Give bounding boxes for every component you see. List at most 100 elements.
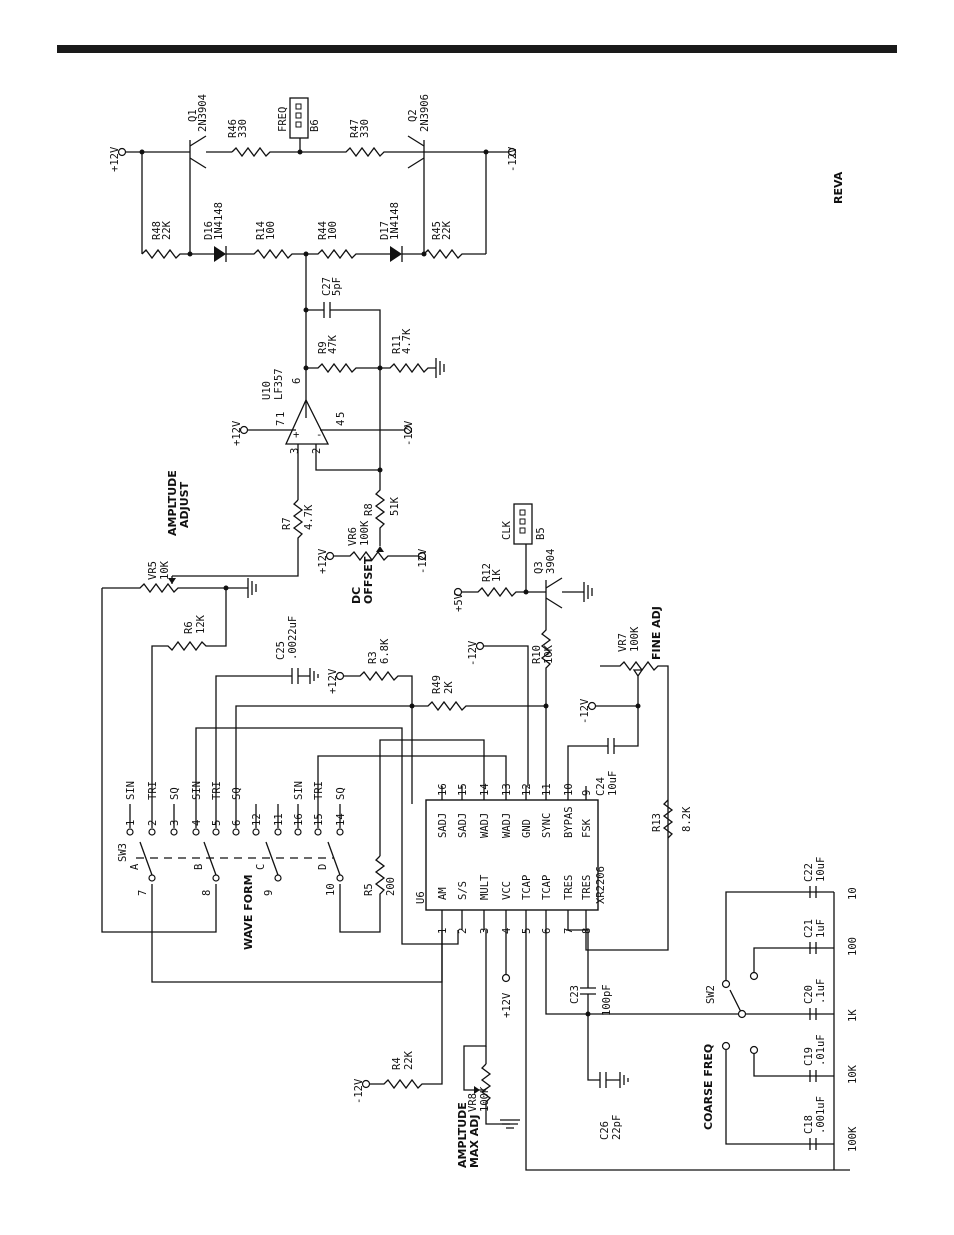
r9-ref: R9: [317, 341, 329, 354]
resistor-r9: [306, 362, 380, 374]
pin2: 2: [311, 448, 323, 454]
ground-icon-vr5: [247, 578, 257, 598]
c27-ref: C27: [321, 277, 333, 296]
coarse-cap-val: .1uF: [815, 979, 827, 1004]
pot-vr6: +12V -12V VR6 100K DC OFFSET: [317, 520, 429, 604]
vr6-pos12: +12V: [317, 548, 329, 574]
sw2-ref: SW2: [705, 985, 717, 1004]
pot-vr5: VR5 10K AMPLTUDE ADJUST: [102, 470, 257, 598]
ic-pin-number: 14: [479, 783, 491, 796]
r14-ref: R14: [255, 221, 267, 240]
header-rule: [57, 45, 897, 53]
r5-ref: R5: [363, 883, 375, 896]
switch-contact-label: TRI: [313, 781, 325, 800]
r14-val: 100: [265, 221, 277, 240]
fine-adj-caption: FINE ADJ: [650, 606, 663, 660]
r4-ref: R4: [391, 1057, 403, 1070]
opamp-section: C27 5pF R9 47K R11 4.7K + - U10 LF357 6 …: [172, 254, 445, 604]
u6-ref: U6: [415, 891, 427, 904]
ic-pin-number: 1: [437, 928, 449, 934]
sw3-ref: SW3: [117, 843, 129, 862]
ic-pin-number: 15: [457, 783, 469, 796]
r7-val: 4.7K: [303, 504, 315, 530]
vr5-val: 10K: [159, 560, 171, 580]
switch-contact: [170, 828, 178, 836]
ic-pin-name: GND: [521, 819, 533, 838]
switch-contact-number: 11: [273, 813, 285, 826]
c24-val: 10uF: [607, 771, 619, 796]
c27-val: 5pF: [331, 277, 343, 296]
q2-part: 2N3906: [419, 94, 431, 132]
vr7-ref: VR7: [617, 633, 629, 652]
switch-common-number: 10: [325, 883, 337, 896]
r3-ref: R3: [367, 651, 379, 664]
ic-pin-name: AM: [437, 887, 449, 900]
switch-contact: [294, 828, 302, 836]
r11-ref: R11: [391, 335, 403, 354]
q3-ref: Q3: [533, 561, 545, 574]
vr6-val: 100K: [359, 520, 371, 546]
coarse-cap-val: 10uF: [815, 857, 827, 882]
switch-contact: [336, 828, 344, 836]
r9-val: 47K: [327, 334, 339, 354]
adjust-caption: ADJUST: [178, 481, 191, 528]
switch-contact-label: SIN: [191, 781, 203, 800]
ic-pin-number: 9: [581, 790, 593, 796]
ampltude-caption: AMPLTUDE: [166, 470, 179, 536]
q3-part: 3904: [545, 549, 557, 574]
ic-pin-number: 8: [581, 928, 593, 934]
pos12-label: +12V: [109, 146, 121, 172]
ic-pin-name: VCC: [501, 881, 513, 900]
r48-val: 22K: [161, 220, 173, 240]
switch-contact-number: 16: [293, 813, 305, 826]
ic-pin-number: 4: [501, 928, 513, 934]
switch-contact: [148, 828, 156, 836]
q2-ref: Q2: [407, 109, 419, 122]
switch-deck-label: C: [255, 864, 267, 870]
ic-pin-number: 7: [563, 928, 575, 934]
r13-val: 8.2K: [681, 806, 693, 832]
resistor-r14: [226, 248, 306, 260]
u10-part: LF357: [273, 368, 285, 400]
output-stage: +12V Q1 2N3904 R46 330 FREQ B6 R47 330: [109, 94, 519, 262]
switch-contact: [212, 828, 220, 836]
ic-pin-number: 5: [521, 928, 533, 934]
r3-pos12: +12V: [327, 668, 339, 694]
switch-contact-label: SIN: [125, 781, 137, 800]
switch-contact-label: SQ: [231, 787, 243, 800]
coarse-cap-ref: C21: [803, 919, 815, 938]
pin5: 5: [335, 412, 347, 418]
d16-part: 1N4148: [213, 202, 225, 240]
r47-ref: R47: [349, 119, 361, 138]
switch-contact-number: 6: [231, 820, 243, 826]
resistor-r12: [462, 586, 546, 598]
switch-common: [336, 874, 344, 882]
opamp-neg12-terminal: [403, 425, 413, 435]
q1-ref: Q1: [187, 109, 199, 122]
vcc-pos12: +12V: [501, 992, 513, 1018]
ic-pin-name: FSK: [581, 818, 593, 838]
switch-common-number: 9: [263, 890, 275, 896]
r49-val: 2K: [443, 681, 455, 694]
range-label: 100K: [847, 1126, 859, 1152]
resistor-r6: [151, 588, 227, 804]
c26-val: 22pF: [611, 1115, 623, 1140]
range-label: 100: [847, 937, 859, 956]
switch-deck-label: A: [129, 863, 141, 870]
switch-contact-label: SQ: [335, 787, 347, 800]
r44-ref: R44: [317, 221, 329, 240]
resistor-r3: [344, 670, 413, 804]
resistor-r47: [300, 146, 410, 158]
pos5-label: +5V: [453, 592, 465, 612]
ic-top-pins: 16SADJ15SADJ14WADJ13WADJ12GND11SYNC10BYP…: [437, 783, 593, 838]
switch-contact-label: SIN: [293, 781, 305, 800]
freq-label: FREQ: [277, 107, 289, 132]
switch-contact-number: 5: [211, 820, 223, 826]
switch-contact-label: SQ: [169, 787, 181, 800]
ground-icon-q3: [583, 582, 593, 602]
switch-contact-number: 2: [147, 820, 159, 826]
coarse-cap-ref: C20: [803, 985, 815, 1004]
r5-val: 200: [385, 877, 397, 896]
wave-form-caption: WAVE FORM: [242, 874, 255, 950]
